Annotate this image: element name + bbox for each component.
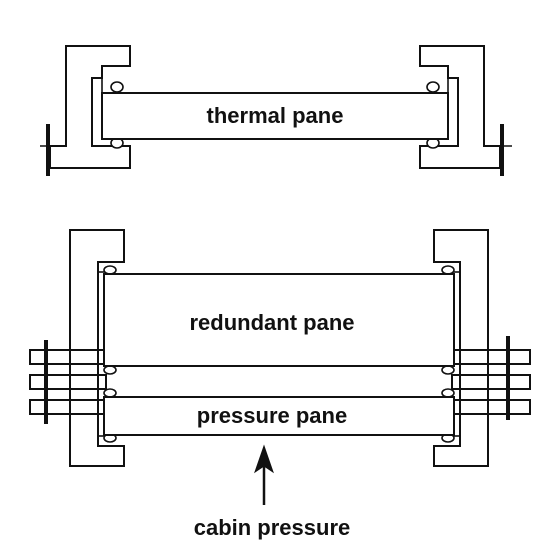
redundant-seal-bottom-right (441, 365, 455, 375)
right-flange-plate-2 (451, 374, 531, 390)
pressure-window-assembly: redundant pane pressure pane (29, 229, 531, 467)
pressure-seal-top-left (103, 388, 117, 398)
redundant-seal-bottom-left (103, 365, 117, 375)
right-flange-plate-1 (451, 349, 531, 365)
right-main-frame (433, 229, 489, 467)
cabin-pressure-arrowhead (254, 444, 274, 474)
cabin-pressure-label: cabin pressure (194, 515, 351, 540)
left-flange-plate-2 (29, 374, 107, 390)
left-flange-plate-3 (29, 399, 107, 415)
redundant-seal-top-right (441, 265, 455, 275)
redundant-seal-top-left (103, 265, 117, 275)
left-flange-plate-1 (29, 349, 107, 365)
thermal-pane-assembly: thermal pane (40, 45, 512, 176)
pressure-pane-label: pressure pane (197, 403, 347, 428)
thermal-pane (101, 92, 449, 140)
redundant-pane (103, 273, 455, 367)
pressure-seal-top-right (441, 388, 455, 398)
thermal-seal-top-left (110, 81, 124, 93)
pressure-pane (103, 396, 455, 436)
cabin-pressure-indicator: cabin pressure (194, 444, 351, 540)
thermal-seal-top-right (426, 81, 440, 93)
redundant-pane-label: redundant pane (189, 310, 354, 335)
right-flange-plate-3 (451, 399, 531, 415)
thermal-pane-label: thermal pane (207, 103, 344, 128)
left-main-frame (69, 229, 125, 467)
